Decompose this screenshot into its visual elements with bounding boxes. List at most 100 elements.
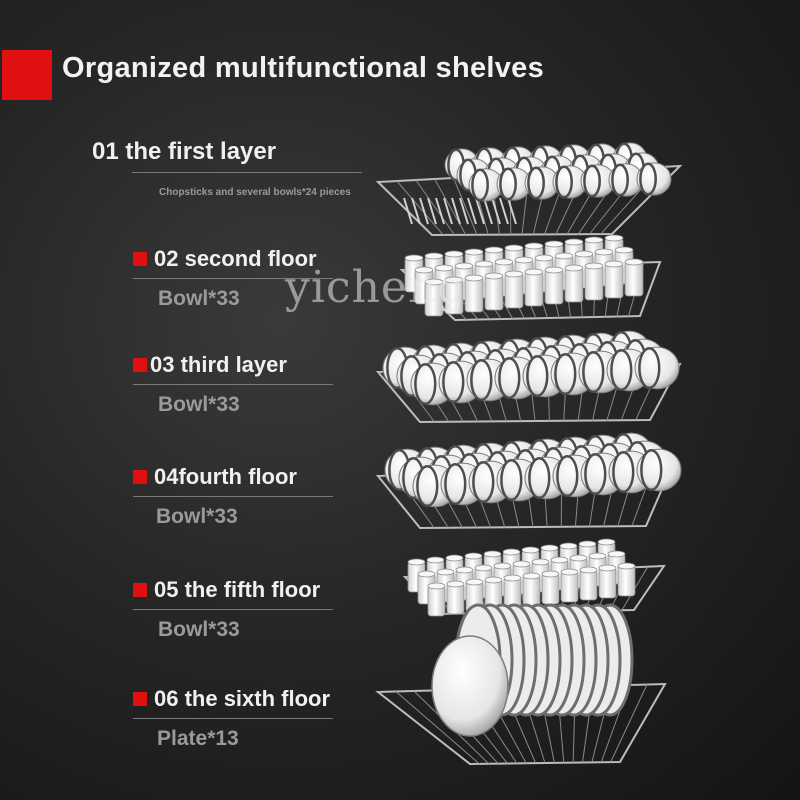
- cup-layer-2-top: [624, 258, 644, 266]
- bowl-layer-1-rim: [639, 162, 657, 196]
- layer-3-title: 03 third layer: [150, 352, 287, 377]
- bowl-layer-4: [636, 448, 682, 492]
- bowl-layer-4-rim: [528, 456, 551, 500]
- tray-6-wire: [395, 691, 480, 765]
- layer-5-contents: Bowl*33: [158, 618, 240, 641]
- layer-5-divider: [133, 609, 333, 610]
- cup-layer-2-top: [414, 266, 434, 274]
- cup-layer-5-top: [465, 578, 484, 586]
- layer-4-title: 04fourth floor: [154, 464, 297, 489]
- cup-layer-5: [579, 569, 598, 601]
- cup-layer-2-top: [474, 260, 494, 268]
- cup-layer-2-top: [584, 262, 604, 270]
- page-title: Organized multifunctional shelves: [62, 52, 545, 84]
- bowl-layer-3-rim: [638, 346, 661, 390]
- cup-layer-5-top: [446, 580, 465, 588]
- chopstick: [475, 197, 485, 225]
- tray-1-wire: [396, 180, 444, 236]
- cup-layer-2: [544, 269, 564, 305]
- chopstick: [419, 197, 429, 225]
- tray-1-wire: [453, 177, 478, 235]
- cup-layer-5-top: [483, 550, 502, 558]
- cup-layer-2: [504, 273, 524, 309]
- cup-layer-5-top: [607, 550, 626, 558]
- cup-layer-5-top: [550, 556, 569, 564]
- cup-layer-5: [522, 575, 541, 607]
- cup-layer-5-top: [474, 564, 493, 572]
- layer-4-divider: [133, 496, 333, 497]
- cup-layer-5-top: [521, 546, 540, 554]
- bowl-layer-4-rim: [472, 460, 495, 504]
- cup-layer-5: [503, 577, 522, 609]
- tray-1-wire: [415, 179, 455, 236]
- layer-3-label: 03 third layer Bowl*33: [133, 352, 333, 417]
- cup-layer-5-top: [503, 574, 522, 582]
- cup-layer-5-top: [597, 538, 616, 546]
- bowl-layer-4-rim: [416, 464, 439, 508]
- cup-layer-2: [624, 261, 644, 297]
- cup-layer-2: [524, 271, 544, 307]
- layer-6-title: 06 the sixth floor: [154, 686, 331, 711]
- cup-layer-2-top: [584, 236, 604, 244]
- bowl-layer-3-rim: [498, 356, 521, 400]
- cup-layer-2-top: [454, 262, 474, 270]
- cup-layer-5-top: [426, 556, 445, 564]
- cup-layer-2: [564, 267, 584, 303]
- layer-3-divider: [133, 384, 333, 385]
- cup-layer-5: [427, 585, 446, 617]
- layer-4-marker: [133, 470, 147, 484]
- cup-layer-2-top: [524, 268, 544, 276]
- chopstick: [483, 197, 493, 225]
- cup-layer-2-top: [464, 248, 484, 256]
- cup-layer-2: [604, 263, 624, 299]
- cup-layer-2-top: [524, 242, 544, 250]
- chopstick: [411, 197, 421, 225]
- cup-layer-5-top: [417, 570, 436, 578]
- cup-layer-5-top: [588, 552, 607, 560]
- chopstick: [435, 197, 445, 225]
- chopstick: [403, 197, 413, 225]
- layer-1-divider: [132, 172, 362, 173]
- bowl-layer-3-rim: [442, 360, 465, 404]
- cup-layer-2-top: [604, 260, 624, 268]
- cup-layer-5: [598, 567, 617, 599]
- bowl-layer-1-rim: [555, 165, 573, 199]
- bowl-layer-3: [634, 346, 680, 390]
- cup-layer-2-top: [424, 278, 444, 286]
- cup-layer-5: [446, 583, 465, 615]
- layer-1-label: 01 the first layer Chopsticks and severa…: [92, 138, 362, 198]
- cup-layer-5-top: [578, 540, 597, 548]
- cup-layer-2-top: [614, 246, 634, 254]
- bowl-layer-4-rim: [500, 458, 523, 502]
- cup-layer-2-top: [494, 258, 514, 266]
- chopstick: [499, 197, 509, 225]
- cup-layer-5-top: [569, 554, 588, 562]
- layer-4-contents: Bowl*33: [156, 505, 238, 528]
- cup-layer-5-top: [579, 566, 598, 574]
- cup-layer-5-top: [540, 544, 559, 552]
- cup-layer-2-top: [514, 256, 534, 264]
- cup-layer-2-top: [434, 264, 454, 272]
- bowl-layer-1-rim: [611, 163, 629, 197]
- chopstick: [507, 197, 517, 225]
- large-bowl: [431, 635, 509, 737]
- cup-layer-5: [617, 565, 636, 597]
- bowl-layer-1: [636, 162, 672, 196]
- layer-6-contents: Plate*13: [157, 727, 239, 750]
- layer-5-marker: [133, 583, 147, 597]
- layer-3-marker: [133, 358, 147, 372]
- bowl-layer-4-rim: [444, 462, 467, 506]
- layer-2-title: 02 second floor: [154, 246, 317, 271]
- cup-layer-5-top: [464, 552, 483, 560]
- bowl-layer-4-rim: [612, 450, 635, 494]
- cup-layer-5-top: [522, 572, 541, 580]
- cup-layer-5-top: [531, 558, 550, 566]
- cup-layer-5: [560, 571, 579, 603]
- bowl-layer-1-rim: [471, 168, 489, 202]
- cup-layer-5-top: [541, 570, 560, 578]
- tray-6-wire: [610, 684, 648, 763]
- cup-layer-5-top: [512, 560, 531, 568]
- layer-2-contents: Bowl*33: [158, 287, 240, 310]
- cup-layer-2-top: [444, 250, 464, 258]
- chopstick: [427, 197, 437, 225]
